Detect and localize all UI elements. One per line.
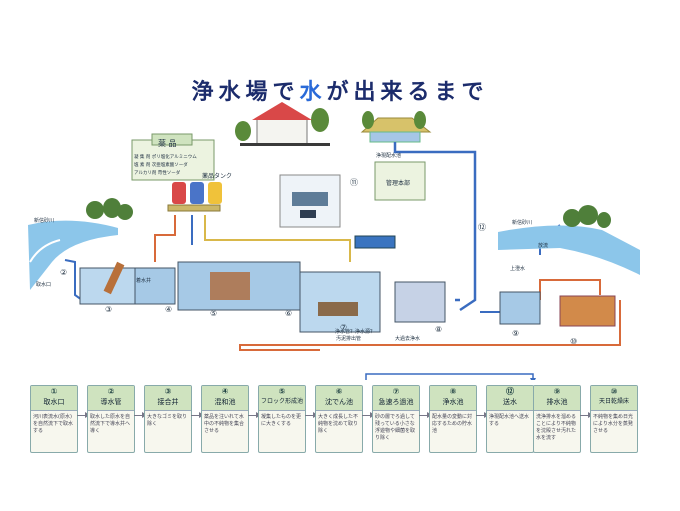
- distribution-label: 浄現配水池: [376, 152, 401, 159]
- control-room: [279, 161, 426, 249]
- marker-2: ②: [60, 268, 67, 277]
- chemical-line-chlorine: 塩 素 剤 次亜塩素酸ソーダ: [134, 161, 188, 168]
- marker-10: ⑩: [570, 337, 577, 346]
- marker-6: ⑥: [285, 309, 292, 318]
- marker-7: ⑦: [340, 323, 347, 332]
- marker-5: ⑤: [210, 309, 217, 318]
- clear-water-label: 大過去浄水: [395, 335, 420, 342]
- chemical-line-alkali: アルカリ剤 苛性ソーダ: [134, 169, 181, 176]
- river-left-label: 新信砂川: [34, 217, 54, 224]
- marker-4: ④: [165, 305, 172, 314]
- return-pipe-label: 汚泥排出管: [336, 335, 361, 342]
- marker-3: ③: [105, 305, 112, 314]
- distribution-reservoir: [360, 111, 432, 143]
- process-diagram: 薬 品 凝 集 剤 ポリ塩化アルミニウム 塩 素 剤 次亜塩素酸ソーダ アルカリ…: [28, 102, 640, 380]
- river-right-label: 新信砂川: [512, 219, 532, 226]
- treatment-tanks: [79, 261, 616, 333]
- filter-pipe-label: 浄水管？浄水源？: [335, 328, 375, 335]
- chemical-line-coagulant: 凝 集 剤 ポリ塩化アルミニウム: [134, 153, 197, 160]
- page-title: 浄水場で水が出来るまで: [191, 80, 489, 105]
- marker-12: ⑫: [478, 223, 486, 232]
- marker-9: ⑨: [512, 329, 519, 338]
- control-room-label: 管理本部: [386, 179, 410, 187]
- supernatant-label: 上澄水: [510, 265, 525, 272]
- right-river: [498, 205, 640, 275]
- drain-label: 放流: [538, 242, 548, 249]
- plant-house: [235, 102, 330, 146]
- intake-label: 取水口: [36, 281, 51, 288]
- chem-tank-label: 薬品タンク: [202, 172, 232, 180]
- marker-11: ⑪: [350, 178, 358, 187]
- chemicals-panel: [131, 133, 215, 181]
- pump-well-label: 着水井: [136, 277, 151, 284]
- chemicals-heading: 薬 品: [158, 138, 177, 148]
- chemical-tanks: [167, 182, 222, 212]
- marker-8: ⑧: [435, 325, 442, 334]
- left-river: [28, 198, 133, 290]
- title-accent: 水: [299, 80, 327, 105]
